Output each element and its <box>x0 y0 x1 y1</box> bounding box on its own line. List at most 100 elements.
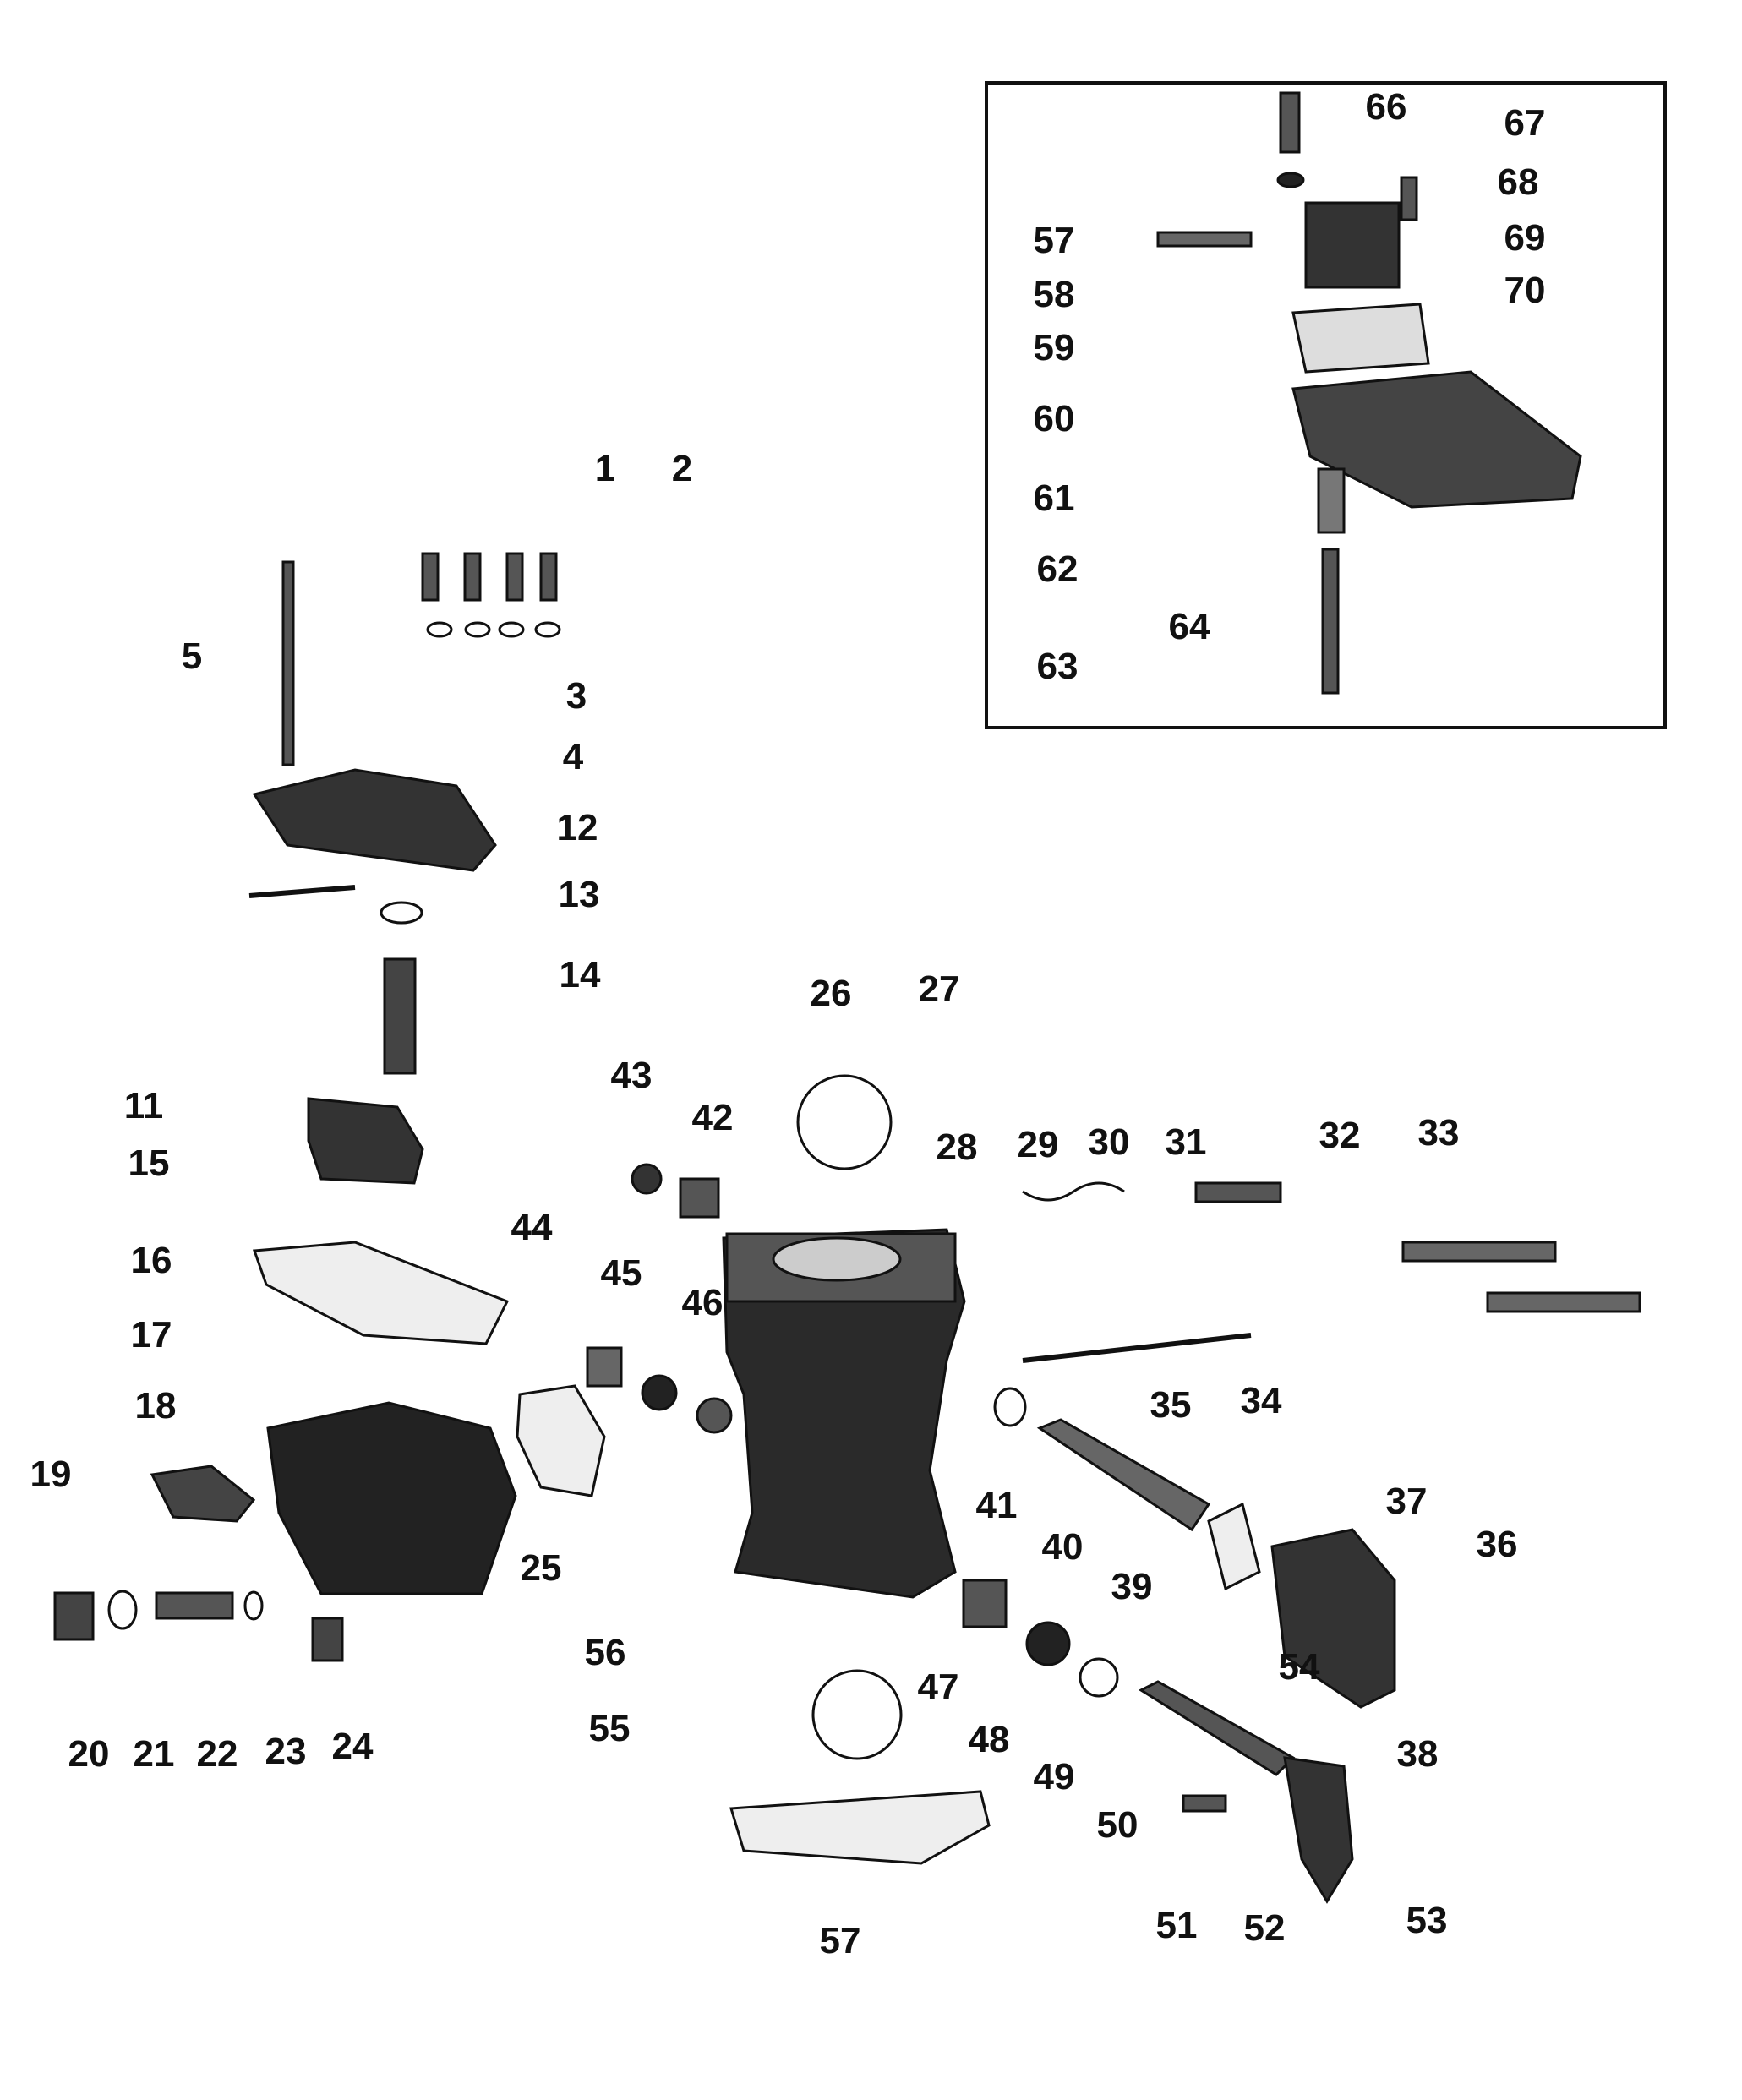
ring-48 <box>1025 1621 1071 1666</box>
callout-31: 31 <box>1165 1121 1207 1163</box>
callout-15: 15 <box>128 1143 170 1184</box>
elbow-19 <box>150 1465 256 1523</box>
plug-20 <box>53 1591 95 1641</box>
callout-37: 37 <box>1385 1481 1428 1522</box>
inset-body-block <box>1304 201 1401 289</box>
bolt-33a <box>1401 1241 1557 1263</box>
callout-25: 25 <box>520 1547 562 1589</box>
callout-70: 70 <box>1504 270 1546 311</box>
needle-valve-14 <box>383 957 417 1075</box>
throttle-disc-55 <box>811 1669 903 1760</box>
inset-screw-66 <box>1279 91 1301 154</box>
callout-64: 64 <box>1168 606 1210 647</box>
callout-16: 16 <box>130 1240 172 1281</box>
housing-38 <box>1270 1528 1396 1709</box>
callout-51: 51 <box>1155 1905 1198 1946</box>
spindle-40 <box>1036 1418 1211 1532</box>
callout-18: 18 <box>134 1385 177 1426</box>
ring-46 <box>696 1397 733 1434</box>
bush-43 <box>631 1163 663 1195</box>
screw-51 <box>1182 1794 1227 1813</box>
callout-52: 52 <box>1243 1907 1286 1949</box>
callout-29: 29 <box>1017 1124 1059 1165</box>
inset-screw-67 <box>1400 176 1418 221</box>
inset-cover <box>1291 370 1582 509</box>
callout-28: 28 <box>936 1126 978 1168</box>
screws-1 <box>421 552 561 638</box>
callout-60: 60 <box>1033 398 1075 439</box>
callout-48: 48 <box>968 1719 1010 1760</box>
callout-67: 67 <box>1504 102 1546 144</box>
main-parts <box>53 552 1641 1904</box>
inset-needle-63 <box>1321 548 1340 695</box>
callout-11: 11 <box>123 1085 164 1126</box>
callout-17: 17 <box>130 1314 172 1355</box>
callout-39: 39 <box>1111 1566 1153 1607</box>
callout-62: 62 <box>1036 548 1079 590</box>
callout-23: 23 <box>265 1731 307 1772</box>
callout-20: 20 <box>68 1733 110 1775</box>
callout-24: 24 <box>331 1726 374 1767</box>
washer-23 <box>243 1590 264 1621</box>
inset-spring-62 <box>1317 467 1346 534</box>
callout-68: 68 <box>1497 161 1539 203</box>
ring-49 <box>1079 1657 1119 1698</box>
callout-2: 2 <box>671 448 693 489</box>
inset-parts <box>1156 91 1582 695</box>
bush-42 <box>679 1177 720 1219</box>
plug-24 <box>311 1617 344 1662</box>
inset-washer <box>1276 172 1305 188</box>
float-15 <box>307 1097 424 1185</box>
jet-22 <box>155 1591 234 1620</box>
callout-14: 14 <box>559 954 601 995</box>
callout-54: 54 <box>1278 1646 1320 1688</box>
rod-34 <box>1022 1333 1252 1363</box>
callout-58: 58 <box>1033 274 1075 315</box>
callout-53: 53 <box>1406 1900 1448 1941</box>
washer-13 <box>380 901 423 925</box>
callout-22: 22 <box>196 1733 238 1775</box>
callout-50: 50 <box>1096 1804 1139 1846</box>
callout-27: 27 <box>918 968 960 1010</box>
callout-63: 63 <box>1036 646 1079 687</box>
gasket-57 <box>729 1790 991 1865</box>
shaft-54 <box>1138 1680 1296 1776</box>
gasket-16 <box>252 1241 510 1345</box>
callout-13: 13 <box>558 874 600 915</box>
callout-19: 19 <box>30 1454 72 1495</box>
bush-44 <box>586 1346 623 1388</box>
callout-32: 32 <box>1319 1115 1361 1156</box>
top-cover-12 <box>252 768 497 872</box>
callout-47: 47 <box>917 1666 959 1708</box>
callout-59: 59 <box>1033 327 1075 368</box>
carburettor-body <box>722 1228 966 1599</box>
screw-31 <box>1194 1181 1282 1203</box>
callout-33: 33 <box>1417 1112 1460 1154</box>
gasket-25 <box>516 1384 606 1497</box>
callout-66: 66 <box>1365 86 1407 128</box>
inset-frame <box>985 81 1667 729</box>
ring-41 <box>993 1387 1027 1427</box>
throttle-disc-27 <box>796 1074 893 1170</box>
callout-26: 26 <box>810 973 852 1014</box>
callout-46: 46 <box>681 1282 724 1323</box>
callout-34: 34 <box>1240 1380 1282 1421</box>
venturi-bore <box>772 1236 902 1282</box>
callout-1: 1 <box>594 448 616 489</box>
inset-gasket-60 <box>1291 303 1430 374</box>
inset-needle-57 <box>1156 231 1253 248</box>
callout-43: 43 <box>610 1055 653 1096</box>
callout-30: 30 <box>1088 1121 1130 1163</box>
washer-21 <box>107 1590 138 1630</box>
callout-5: 5 <box>181 635 203 677</box>
callout-69: 69 <box>1504 217 1546 259</box>
callout-49: 49 <box>1033 1756 1075 1797</box>
needle-5 <box>281 560 295 766</box>
callout-56: 56 <box>584 1632 626 1673</box>
callout-41: 41 <box>975 1485 1018 1526</box>
callout-inset-57: 57 <box>1033 220 1075 261</box>
spring-29 <box>1022 1181 1125 1202</box>
callout-4: 4 <box>562 736 584 777</box>
pin-11 <box>248 885 356 898</box>
